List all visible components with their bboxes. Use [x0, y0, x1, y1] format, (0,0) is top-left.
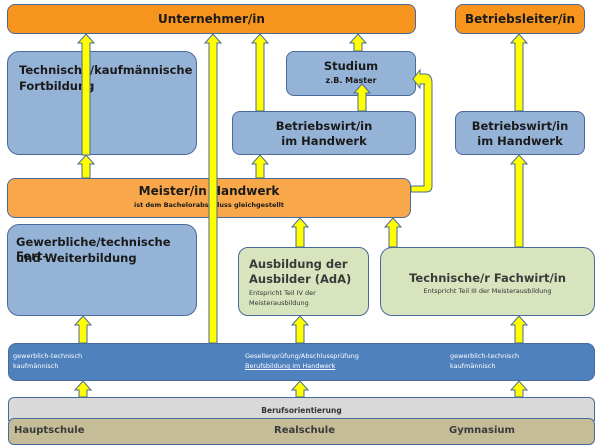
node-betriebswirt-mid: Betriebswirt/in im Handwerk — [232, 111, 416, 155]
schule-realschule: Realschule — [274, 425, 335, 436]
node-betriebswirt-mid-line1: Betriebswirt/in — [275, 119, 373, 133]
node-schulen: Hauptschule Realschule Gymnasium — [8, 418, 595, 445]
node-meister-title: Meister/in Handwerk — [138, 184, 280, 198]
node-studium-title: Studium — [323, 59, 379, 73]
node-unternehmer: Unternehmer/in — [7, 4, 416, 34]
node-ada-line2: Ausbilder (AdA) — [249, 272, 352, 286]
node-ada-line1: Ausbildung der — [249, 257, 348, 271]
node-betriebswirt-right-line2: im Handwerk — [477, 134, 563, 148]
schule-hauptschule: Hauptschule — [14, 425, 85, 436]
node-meister: Meister/in Handwerk ist dem Bachelorabsc… — [7, 178, 411, 218]
arrow-orientierung-center — [290, 380, 310, 398]
berufsbildung-right-line2: kaufmännisch — [450, 362, 496, 370]
arrow-meister-to-betriebswirt — [250, 154, 270, 179]
node-berufsorientierung: Berufsorientierung — [8, 397, 595, 421]
node-fachwirt-note: Entspricht Teil III der Meisterausbildun… — [423, 287, 552, 295]
berufsbildung-right-line1: gewerblich-technisch — [450, 352, 520, 360]
node-tech-kaufm-fortbildung: Technische/kaufmännische Fortbildung — [7, 51, 197, 155]
node-betriebswirt-right: Betriebswirt/in im Handwerk — [455, 111, 585, 155]
arrow-orientierung-right — [509, 380, 529, 398]
berufsbildung-left-line1: gewerblich-technisch — [13, 352, 83, 360]
schule-gymnasium: Gymnasium — [449, 425, 515, 436]
arrow-berufsbildung-to-gewerbliche — [73, 315, 93, 344]
node-betriebsleiter: Betriebsleiter/in — [455, 4, 585, 34]
arrow-berufsbildung-to-fachwirt — [509, 315, 529, 344]
node-fachwirt-title: Technische/r Fachwirt/in — [409, 271, 566, 285]
arrow-berufsbildung-to-ada — [290, 315, 310, 344]
node-unternehmer-title: Unternehmer/in — [158, 12, 265, 26]
node-fachwirt: Technische/r Fachwirt/in Entspricht Teil… — [380, 247, 595, 316]
node-gewerbliche-line1: Gewerbliche/technische Fort- — [16, 235, 171, 264]
node-betriebsleiter-title: Betriebsleiter/in — [464, 12, 576, 26]
node-ada-note1: Entspricht Teil IV der — [249, 289, 316, 297]
node-tech-kaufm-line2: Fortbildung — [19, 79, 95, 93]
berufsbildung-left-line2: kaufmännisch — [13, 362, 59, 370]
arrow-orientierung-left — [73, 380, 93, 398]
arrow-meister-to-fortbildung — [76, 154, 96, 179]
arrow-betriebswirt-to-unternehmer — [250, 33, 270, 112]
arrow-fachwirt-to-betriebswirt-right — [509, 154, 529, 248]
node-gewerbliche-line2: und Weiterbildung — [16, 251, 137, 265]
node-tech-kaufm-line1: Technische/kaufmännische — [19, 63, 193, 77]
node-betriebswirt-mid-line2: im Handwerk — [281, 134, 367, 148]
arrow-betriebswirt-to-betriebsleiter — [509, 33, 529, 112]
berufsbildung-center-line2: Berufsbildung im Handwerk — [245, 362, 336, 370]
node-betriebswirt-right-line1: Betriebswirt/in — [471, 119, 569, 133]
node-berufsbildung: gewerblich-technisch kaufmännisch Gesell… — [8, 343, 595, 381]
berufsorientierung-title: Berufsorientierung — [261, 406, 342, 415]
arrow-ada-to-meister — [290, 217, 310, 248]
node-studium: Studium z.B. Master — [286, 51, 416, 96]
arrow-fachwirt-to-meister — [383, 217, 403, 248]
berufsbildung-center-line1: Gesellenprüfung/Abschlussprüfung — [245, 352, 359, 360]
node-ada-note2: Meisterausbildung — [249, 299, 309, 307]
node-studium-subtitle: z.B. Master — [325, 76, 377, 85]
arrow-studium-to-unternehmer — [348, 33, 368, 52]
node-gewerbliche-fortbildung: Gewerbliche/technische Fort- und Weiterb… — [7, 224, 197, 316]
node-meister-subtitle: ist dem Bachelorabschluss gleichgestellt — [134, 201, 284, 209]
node-ada: Ausbildung der Ausbilder (AdA) Entsprich… — [238, 247, 369, 316]
